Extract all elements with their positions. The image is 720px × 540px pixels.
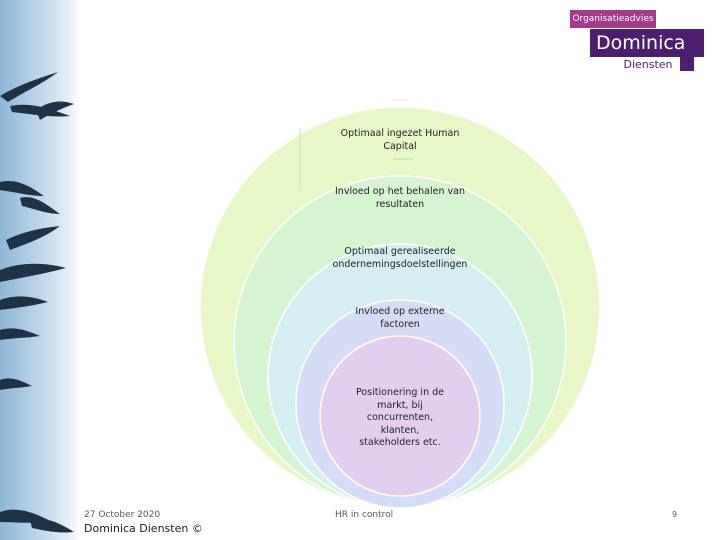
circle-label-1: Optimaal ingezet Human Capital <box>335 128 465 153</box>
page-number: 9 <box>672 510 677 519</box>
footer-date: 27 October 2020 <box>84 510 160 520</box>
footer-center-text: HR in control <box>335 510 393 520</box>
circle-label-2: Invloed op het behalen van resultaten <box>335 186 465 211</box>
circle-label-4: Invloed op externe factoren <box>350 306 450 331</box>
circle-label-5: Positionering in de markt, bij concurren… <box>350 387 450 450</box>
footer-company: Dominica Diensten © <box>84 522 203 535</box>
circle-label-3: Optimaal gerealiseerde ondernemingsdoels… <box>322 246 478 271</box>
